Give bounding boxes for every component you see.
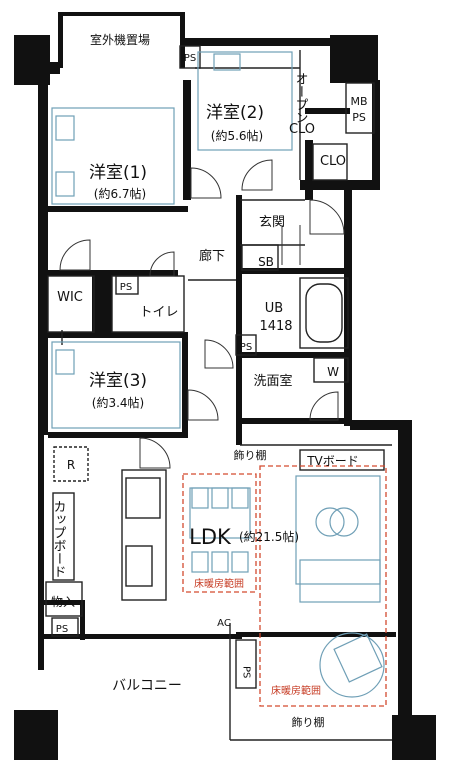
floor-heating-ranges — [182, 465, 387, 707]
shoe-box-label: SB — [258, 255, 274, 269]
washroom-label: 洗面室 — [253, 373, 292, 389]
bedroom2-name: 洋室(2) — [206, 103, 264, 123]
tv-board-label: TVボード — [306, 454, 359, 468]
floor-heating-label-living: 床暖房範囲 — [271, 684, 321, 697]
bath-label-line2: 1418 — [259, 319, 292, 334]
toilet-label: トイレ — [139, 305, 178, 320]
decor-shelf-label-lower: 飾り棚 — [292, 715, 325, 729]
refrigerator-label: R — [67, 458, 75, 472]
floor-heating-label-dining: 床暖房範囲 — [194, 577, 244, 590]
decor-shelf-label-upper: 飾り棚 — [234, 448, 267, 462]
wic-label: WIC — [57, 290, 83, 305]
balcony-label: バルコニー — [112, 678, 182, 694]
furniture — [51, 51, 385, 698]
ps-label-storage: PS — [56, 624, 68, 635]
ps-label-balcony: PS — [241, 666, 252, 678]
floor-heating-area-dining — [182, 473, 257, 593]
entrance-label: 玄関 — [259, 215, 285, 230]
ldk-label: LDK — [189, 525, 232, 549]
ps-label-toilet: PS — [120, 282, 132, 293]
ldk-size: (約21.5帖) — [239, 529, 299, 544]
hallway-label: 廊下 — [199, 248, 225, 264]
room-labels: 室外機置場 PS 洋室(2) (約5.6帖) オープン CLO MB PS CL… — [51, 32, 368, 729]
open-closet-label-line2: CLO — [289, 122, 315, 137]
bedroom1-name: 洋室(1) — [89, 163, 147, 183]
open-closet-label-line1: オープン — [293, 72, 308, 124]
ps-label-top: PS — [184, 53, 196, 64]
bedroom1-size: (約6.7帖) — [94, 186, 146, 201]
partitions — [45, 45, 392, 741]
washer-label: W — [327, 365, 339, 379]
bath-label-line1: UB — [265, 301, 283, 316]
ac-label: AC — [217, 618, 231, 629]
bedroom3-name: 洋室(3) — [89, 371, 147, 391]
closet-label: CLO — [320, 154, 346, 169]
outdoor-unit-label: 室外機置場 — [90, 32, 150, 47]
doors — [59, 159, 345, 469]
mb-label: MB — [350, 95, 367, 108]
storage-label: 物入 — [51, 595, 75, 609]
floor-heating-area-living — [259, 465, 387, 707]
ps-label-bath: PS — [240, 342, 252, 353]
cupboard-label: カップボード — [51, 500, 66, 578]
bedroom3-size: (約3.4帖) — [92, 395, 144, 410]
bedroom2-size: (約5.6帖) — [211, 128, 263, 143]
ps-label-mb: PS — [352, 111, 366, 124]
